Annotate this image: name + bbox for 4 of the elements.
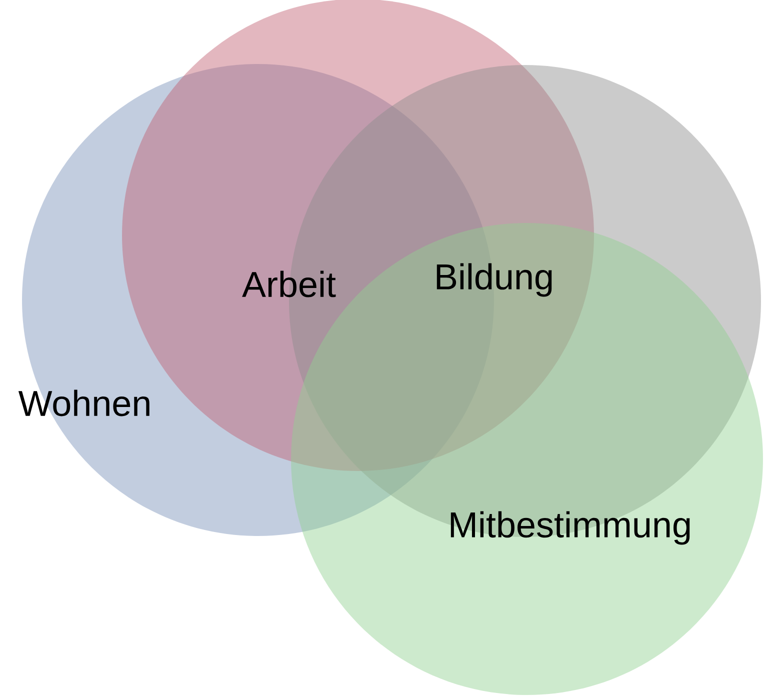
circle-label: Mitbestimmung [450, 511, 690, 545]
circle-label: Bildung [436, 263, 552, 297]
circle-label: Arbeit [242, 270, 336, 298]
circle-label: Wohnen [18, 390, 150, 416]
